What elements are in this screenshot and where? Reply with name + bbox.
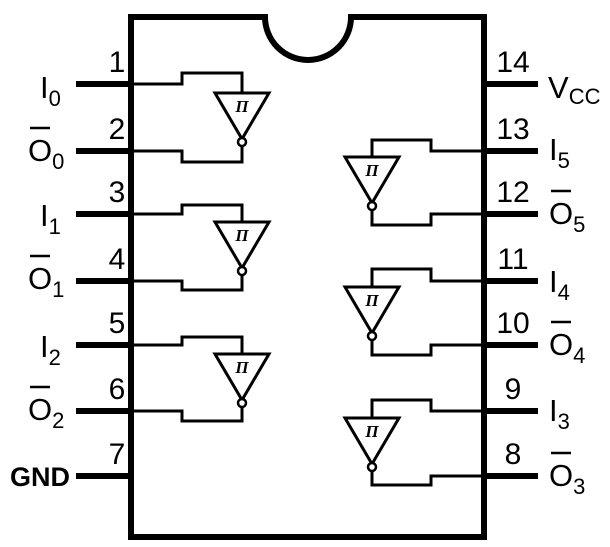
signal-label-o5: O5: [549, 196, 585, 237]
signal-label-o2: O2: [28, 392, 64, 433]
pin-number: 2: [109, 113, 126, 146]
pin-number: 7: [109, 438, 126, 471]
pin-number: 9: [505, 373, 522, 406]
pin-number: 6: [109, 373, 126, 406]
internal-wiring: [131, 71, 484, 487]
signal-label-o0: O0: [28, 133, 64, 174]
signal-label-o4: O4: [549, 327, 585, 368]
left-signal-labels: I0 O0 I1 O1 I2 O2 GND: [10, 70, 70, 492]
pin-number: 5: [109, 307, 126, 340]
left-pin-leads: [76, 81, 131, 479]
pin-number: 11: [497, 243, 528, 276]
gate-2-symbol: Π: [234, 226, 249, 245]
right-pin-numbers: 14 13 12 11 10 9 8: [496, 46, 529, 471]
schmitt-trigger-inverter-icon: Π: [212, 352, 272, 409]
pin-number: 8: [505, 438, 522, 471]
signal-label-i3: I3: [549, 393, 570, 434]
pin-number: 1: [109, 46, 126, 79]
schmitt-trigger-inverter-icon: Π: [342, 416, 402, 473]
gate-6-symbol: Π: [364, 161, 379, 180]
gate-3-wiring: [131, 335, 244, 423]
pin-number: 12: [496, 176, 529, 209]
gate-1-wiring: [131, 71, 244, 164]
pin-number: 14: [496, 46, 529, 79]
pin-number: 10: [496, 307, 529, 340]
gate-1-symbol: Π: [234, 97, 249, 116]
schmitt-trigger-inverter-icon: Π: [342, 285, 402, 342]
schmitt-trigger-inverter-icon: Π: [342, 155, 402, 212]
signal-label-i4: I4: [549, 264, 570, 305]
gate-5-wiring: [370, 267, 484, 357]
chip-body-outline: [128, 14, 487, 540]
schmitt-trigger-inverter-icon: Π: [212, 220, 272, 277]
gate-3-symbol: Π: [234, 358, 249, 377]
signal-label-i2: I2: [40, 329, 61, 370]
gate-5-symbol: Π: [364, 291, 379, 310]
signal-label-i5: I5: [549, 132, 570, 173]
gate-4-wiring: [370, 398, 484, 487]
pin-number: 13: [496, 113, 529, 146]
left-pin-numbers: 1 2 3 4 5 6 7: [109, 46, 126, 471]
signal-label-vcc: VCC: [548, 70, 601, 109]
gate-6-wiring: [370, 138, 484, 227]
signal-label-gnd: GND: [10, 462, 70, 492]
signal-label-i0: I0: [40, 70, 61, 111]
schmitt-trigger-inverter-icon: Π: [212, 91, 272, 148]
gate-2-wiring: [131, 203, 244, 292]
signal-label-i1: I1: [40, 198, 61, 239]
pin-number: 3: [109, 176, 126, 209]
signal-label-o1: O1: [28, 261, 64, 302]
gate-4-symbol: Π: [364, 422, 379, 441]
pin-number: 4: [109, 243, 126, 276]
right-signal-labels: VCC I5 O5 I4 O4 I3 O3: [548, 70, 601, 499]
signal-label-o3: O3: [549, 458, 585, 499]
right-pin-leads: [484, 81, 538, 479]
